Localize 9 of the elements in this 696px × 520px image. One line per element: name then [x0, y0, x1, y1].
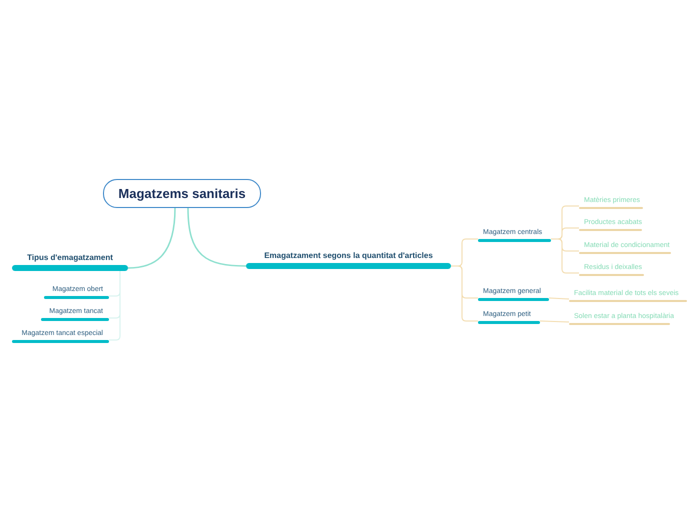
topic-label: Emagatzament segons la quantitat d'articles: [264, 252, 433, 260]
connector-line: [548, 298, 570, 300]
central-topic-box: Magatzems sanitaris: [103, 179, 261, 208]
connector-line: [128, 208, 176, 269]
topic-label: Tipus d'emagatzament: [27, 254, 113, 262]
connector-line: [550, 238, 580, 274]
connector-line: [540, 320, 570, 322]
connector-line: [187, 208, 246, 267]
connector-line: [450, 266, 478, 322]
